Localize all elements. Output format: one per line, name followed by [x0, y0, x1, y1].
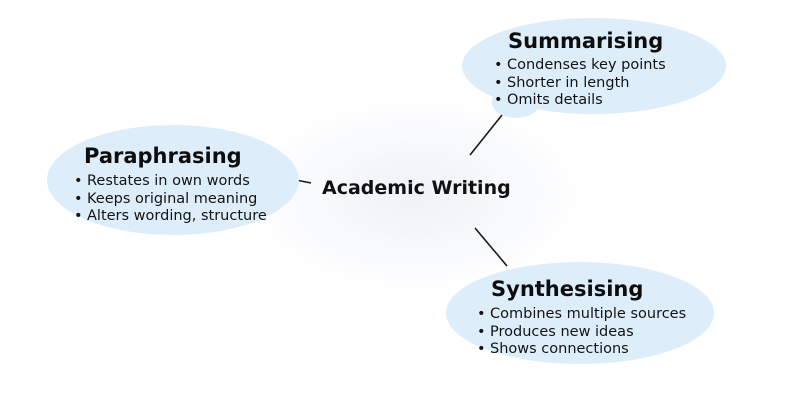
paraphrasing-point: Keeps original meaning — [74, 191, 267, 209]
summarising-point: Shorter in length — [494, 75, 666, 93]
connector-summarising — [469, 114, 503, 156]
paraphrasing-point: Restates in own words — [74, 173, 267, 191]
center-topic: Academic Writing — [322, 177, 511, 199]
paraphrasing-title: Paraphrasing — [84, 144, 242, 168]
summarising-point: Condenses key points — [494, 57, 666, 75]
summarising-title: Summarising — [508, 29, 664, 53]
synthesising-title: Synthesising — [491, 277, 644, 301]
summarising-point: Omits details — [494, 92, 666, 110]
summarising-points: Condenses key points Shorter in length O… — [494, 57, 666, 110]
center-glow — [250, 100, 580, 290]
synthesising-point: Shows connections — [477, 341, 686, 359]
synthesising-points: Combines multiple sources Produces new i… — [477, 306, 686, 359]
paraphrasing-point: Alters wording, structure — [74, 208, 267, 226]
synthesising-point: Combines multiple sources — [477, 306, 686, 324]
connector-synthesising — [474, 227, 508, 267]
synthesising-point: Produces new ideas — [477, 324, 686, 342]
paraphrasing-points: Restates in own words Keeps original mea… — [74, 173, 267, 226]
